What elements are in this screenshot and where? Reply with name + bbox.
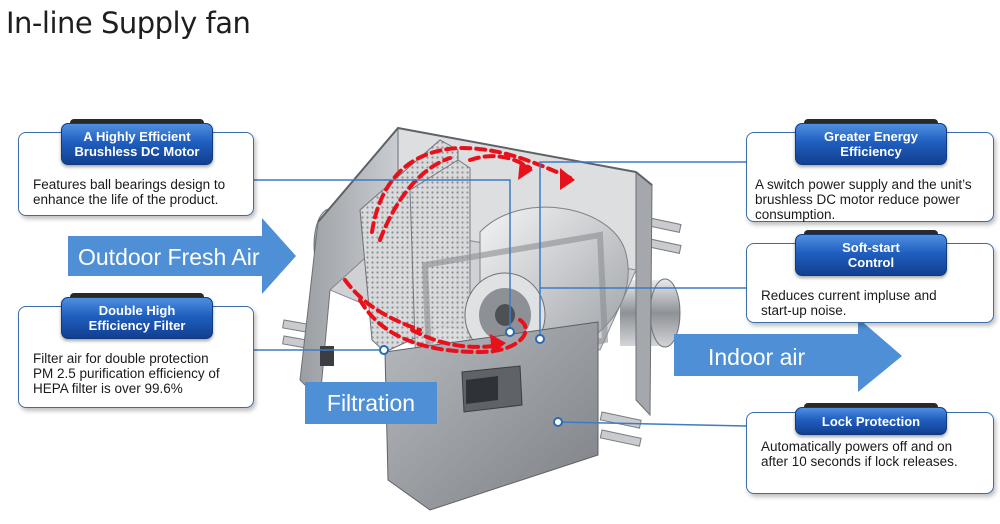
filtration-box [305, 382, 437, 424]
callout-filter: Double High Efficiency Filter Filter air… [18, 293, 254, 408]
callout-lock: Lock Protection Automatically powers off… [746, 403, 994, 494]
callout-motor: A Highly Efficient Brushless DC Motor Fe… [18, 119, 254, 216]
callout-energy-text: A switch power supply and the unit’s bru… [755, 177, 972, 222]
filtration-label: Filtration [326, 389, 416, 416]
callout-filter-text: Filter air for double protection PM 2.5 … [33, 351, 220, 396]
callout-lock-text: Automatically powers off and on after 10… [761, 439, 958, 469]
housing-right-wall [635, 170, 653, 417]
callout-softstart-text: Reduces current impluse and start-up noi… [761, 288, 937, 318]
housing-front-panel [384, 321, 599, 511]
page-title: In-line Supply fan [6, 6, 251, 40]
callout-energy: Greater Energy Efficiency A switch power… [746, 119, 994, 222]
callout-energy-title: Greater Energy Efficiency [795, 119, 947, 165]
outdoor-air-arrow [68, 218, 296, 294]
indoor-air-label: Indoor air [708, 343, 806, 370]
callout-softstart: Soft-start Control Reduces current implu… [746, 230, 994, 323]
callout-filter-title: Double High Efficiency Filter [61, 293, 213, 339]
indoor-air-arrow [674, 318, 902, 392]
callout-motor-title: A Highly Efficient Brushless DC Motor [61, 119, 213, 165]
callout-motor-text: Features ball bearings design to enhance… [33, 177, 226, 207]
callout-softstart-title: Soft-start Control [795, 230, 947, 276]
callout-lock-title: Lock Protection [795, 403, 947, 435]
motor-bracket [421, 231, 609, 384]
outdoor-air-label: Outdoor Fresh Air [78, 243, 260, 270]
